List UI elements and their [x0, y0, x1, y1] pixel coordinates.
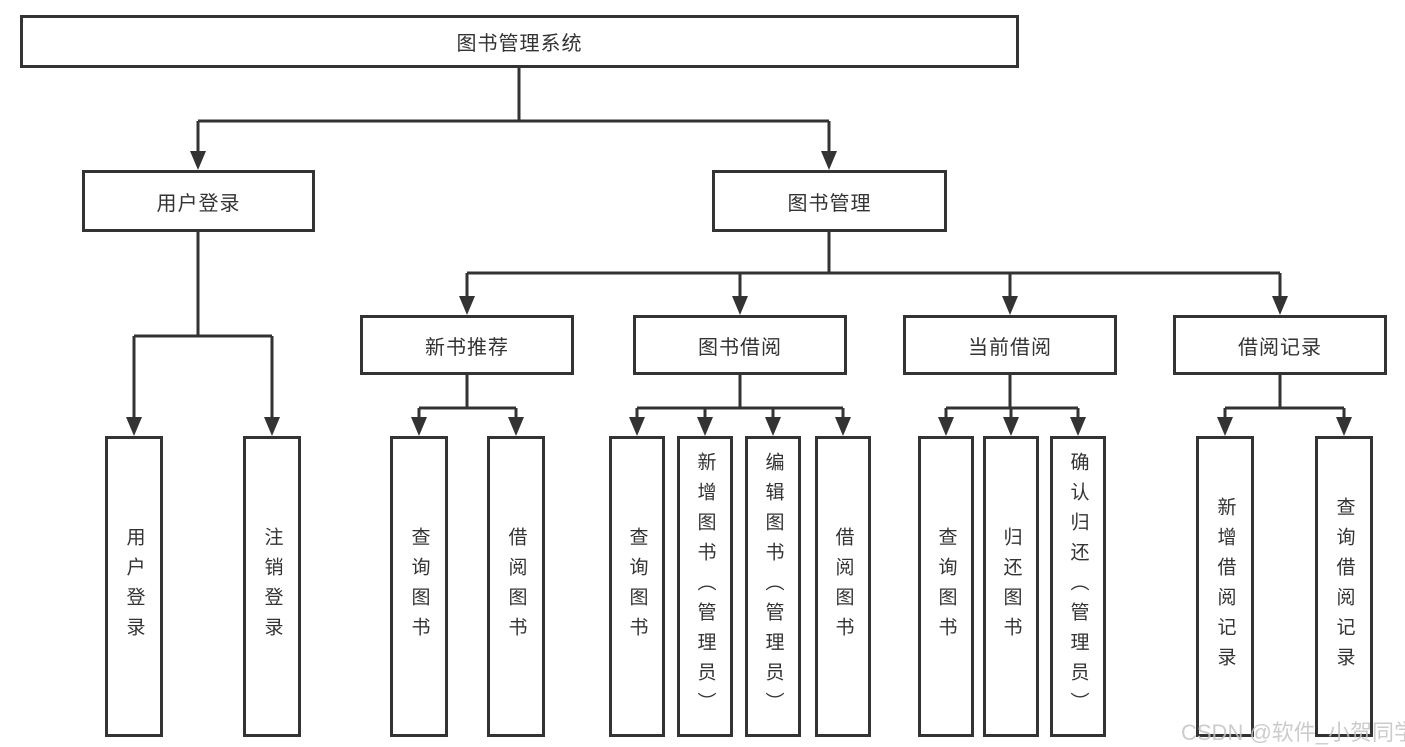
- leaf-add-books-admin: 新增图书（管理员）: [677, 436, 733, 737]
- leaf-confirm-return-admin: 确认归还（管理员）: [1050, 436, 1106, 737]
- edges-user-login-children: [126, 232, 280, 436]
- edges-current-borrow-children: [938, 375, 1086, 436]
- arrow-down-icon: [1002, 296, 1018, 315]
- leaf-logout: 注销登录: [243, 436, 301, 737]
- leaf-add-books-admin-label: 新增图书（管理员）: [694, 451, 716, 722]
- arrow-down-icon: [835, 417, 851, 436]
- arrow-down-icon: [459, 296, 475, 315]
- leaf-query-books-current: 查询图书: [918, 436, 974, 737]
- leaf-query-books-recommend-label: 查询图书: [408, 526, 430, 647]
- node-borrow-records-label: 借阅记录: [1238, 336, 1322, 359]
- node-root-label: 图书管理系统: [456, 33, 583, 55]
- leaf-user-login: 用户登录: [105, 436, 163, 737]
- leaf-borrow-books-label: 借阅图书: [832, 526, 854, 647]
- node-current-borrow-label: 当前借阅: [968, 336, 1052, 359]
- edges-book-borrow-children: [629, 375, 851, 436]
- arrow-down-icon: [126, 417, 142, 436]
- arrow-down-icon: [508, 417, 524, 436]
- leaf-query-borrow-record: 查询借阅记录: [1315, 436, 1373, 737]
- node-book-borrow-label: 图书借阅: [698, 336, 782, 359]
- edges-borrow-records-children: [1217, 375, 1352, 436]
- edges-book-management-to-level3: [459, 232, 1288, 315]
- node-borrow-records: 借阅记录: [1173, 315, 1387, 375]
- arrow-down-icon: [697, 417, 713, 436]
- leaf-query-books-borrow: 查询图书: [609, 436, 665, 737]
- leaf-borrow-books-recommend-label: 借阅图书: [505, 526, 527, 647]
- node-book-management-label: 图书管理: [787, 192, 872, 215]
- leaf-query-borrow-record-label: 查询借阅记录: [1333, 496, 1355, 677]
- arrow-down-icon: [732, 296, 748, 315]
- node-user-login: 用户登录: [82, 170, 315, 232]
- leaf-user-login-label: 用户登录: [123, 526, 145, 647]
- csdn-watermark: CSDN @软件_小贺同学: [1181, 720, 1405, 745]
- node-book-borrow: 图书借阅: [633, 315, 847, 375]
- leaf-add-borrow-record-label: 新增借阅记录: [1214, 496, 1236, 677]
- arrow-down-icon: [1070, 417, 1086, 436]
- arrow-down-icon: [938, 417, 954, 436]
- arrow-down-icon: [765, 417, 781, 436]
- node-book-management: 图书管理: [712, 170, 947, 232]
- node-new-book-recommend-label: 新书推荐: [425, 336, 509, 359]
- edges-new-book-recommend-children: [411, 375, 524, 436]
- arrow-down-icon: [1272, 296, 1288, 315]
- leaf-return-books: 归还图书: [983, 436, 1039, 737]
- arrow-down-icon: [629, 417, 645, 436]
- node-new-book-recommend: 新书推荐: [360, 315, 574, 375]
- leaf-query-books-borrow-label: 查询图书: [626, 526, 648, 647]
- leaf-confirm-return-admin-label: 确认归还（管理员）: [1067, 451, 1089, 722]
- node-user-login-label: 用户登录: [156, 192, 241, 215]
- arrow-down-icon: [190, 151, 206, 170]
- arrow-down-icon: [264, 417, 280, 436]
- leaf-add-borrow-record: 新增借阅记录: [1196, 436, 1254, 737]
- edges-root-to-level2: [190, 68, 837, 170]
- leaf-borrow-books: 借阅图书: [815, 436, 871, 737]
- arrow-down-icon: [1336, 417, 1352, 436]
- leaf-logout-label: 注销登录: [261, 526, 283, 647]
- leaf-edit-books-admin: 编辑图书（管理员）: [745, 436, 801, 737]
- arrow-down-icon: [1003, 417, 1019, 436]
- arrow-down-icon: [411, 417, 427, 436]
- leaf-borrow-books-recommend: 借阅图书: [487, 436, 545, 737]
- arrow-down-icon: [1217, 417, 1233, 436]
- leaf-return-books-label: 归还图书: [1000, 526, 1022, 647]
- leaf-query-books-recommend: 查询图书: [390, 436, 448, 737]
- leaf-query-books-current-label: 查询图书: [935, 526, 957, 647]
- arrow-down-icon: [821, 151, 837, 170]
- node-root: 图书管理系统: [20, 15, 1019, 68]
- leaf-edit-books-admin-label: 编辑图书（管理员）: [762, 451, 784, 722]
- node-current-borrow: 当前借阅: [903, 315, 1117, 375]
